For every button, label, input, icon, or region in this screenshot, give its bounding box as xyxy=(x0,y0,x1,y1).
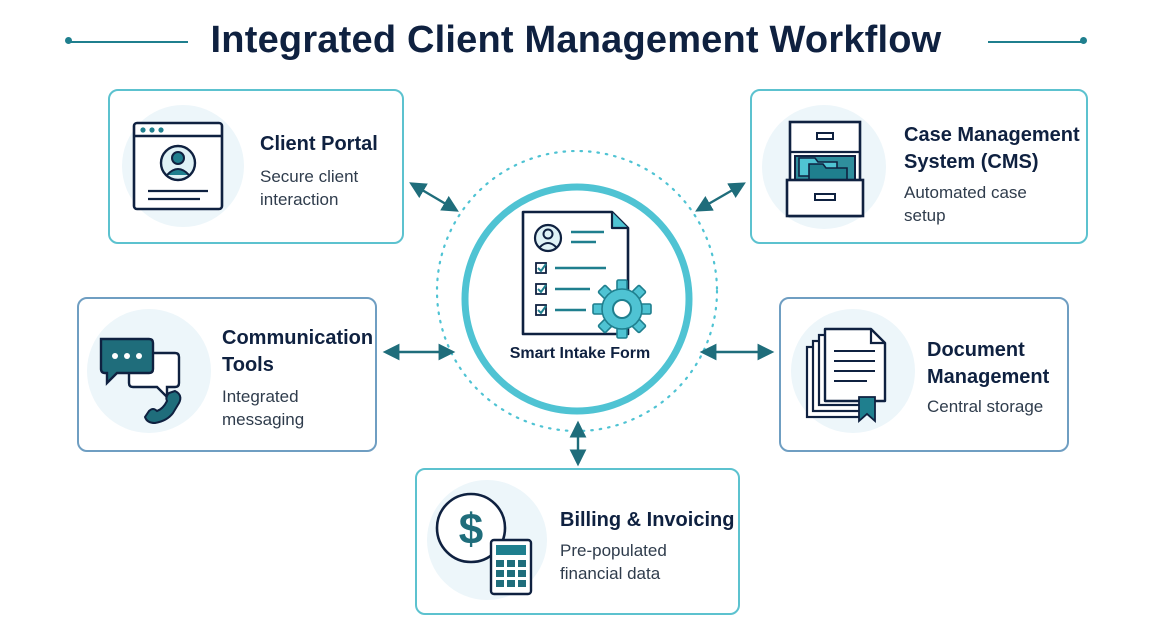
cms-title-2: System (CMS) xyxy=(904,151,1039,173)
chat-phone-icon xyxy=(99,337,182,425)
filing-cabinet-icon xyxy=(785,120,865,218)
browser-user-icon xyxy=(132,121,224,211)
diagram-title: Integrated Client Management Workflow xyxy=(210,19,942,61)
svg-text:$: $ xyxy=(459,505,483,554)
intake-form-gear-icon xyxy=(521,210,652,339)
cms-title-1: Case Management xyxy=(904,124,1080,146)
client-portal-desc-2: interaction xyxy=(260,190,339,209)
documents-desc: Central storage xyxy=(927,397,1044,416)
communication-title-1: Communication xyxy=(222,327,374,349)
documents-title-2: Management xyxy=(927,366,1050,388)
title-right-line xyxy=(988,41,1084,43)
document-stack-icon xyxy=(805,327,887,423)
cms-desc-1: Automated case xyxy=(904,183,1027,202)
hub-label: Smart Intake Form xyxy=(509,345,651,362)
card-client-portal[interactable]: Client Portal Secure client interaction xyxy=(108,89,404,244)
card-documents[interactable]: Document Management Central storage xyxy=(779,297,1069,452)
arrow-cms xyxy=(695,182,746,212)
billing-title: Billing & Invoicing xyxy=(560,509,735,531)
dollar-calculator-icon: $ xyxy=(435,492,533,596)
card-communication[interactable]: Communication Tools Integrated messaging xyxy=(77,297,377,452)
communication-desc-1: Integrated xyxy=(222,387,299,406)
title-left-line xyxy=(70,41,188,43)
arrow-client-portal xyxy=(409,182,459,212)
client-portal-desc-1: Secure client xyxy=(260,167,359,186)
title-row: Integrated Client Management Workflow xyxy=(0,14,1152,70)
cms-desc-2: setup xyxy=(904,206,946,225)
card-cms[interactable]: Case Management System (CMS) Automated c… xyxy=(750,89,1088,244)
documents-title-1: Document xyxy=(927,339,1025,361)
client-portal-title: Client Portal xyxy=(260,133,378,155)
card-billing[interactable]: $ Billing & Invoicing Pre-populated fina… xyxy=(415,468,740,615)
communication-title-2: Tools xyxy=(222,354,274,376)
billing-desc-1: Pre-populated xyxy=(560,541,667,560)
communication-desc-2: messaging xyxy=(222,410,305,429)
billing-desc-2: financial data xyxy=(560,564,661,583)
title-right-dot xyxy=(1080,37,1087,44)
hub-dotted-ring xyxy=(435,149,719,433)
title-left-dot xyxy=(65,37,72,44)
